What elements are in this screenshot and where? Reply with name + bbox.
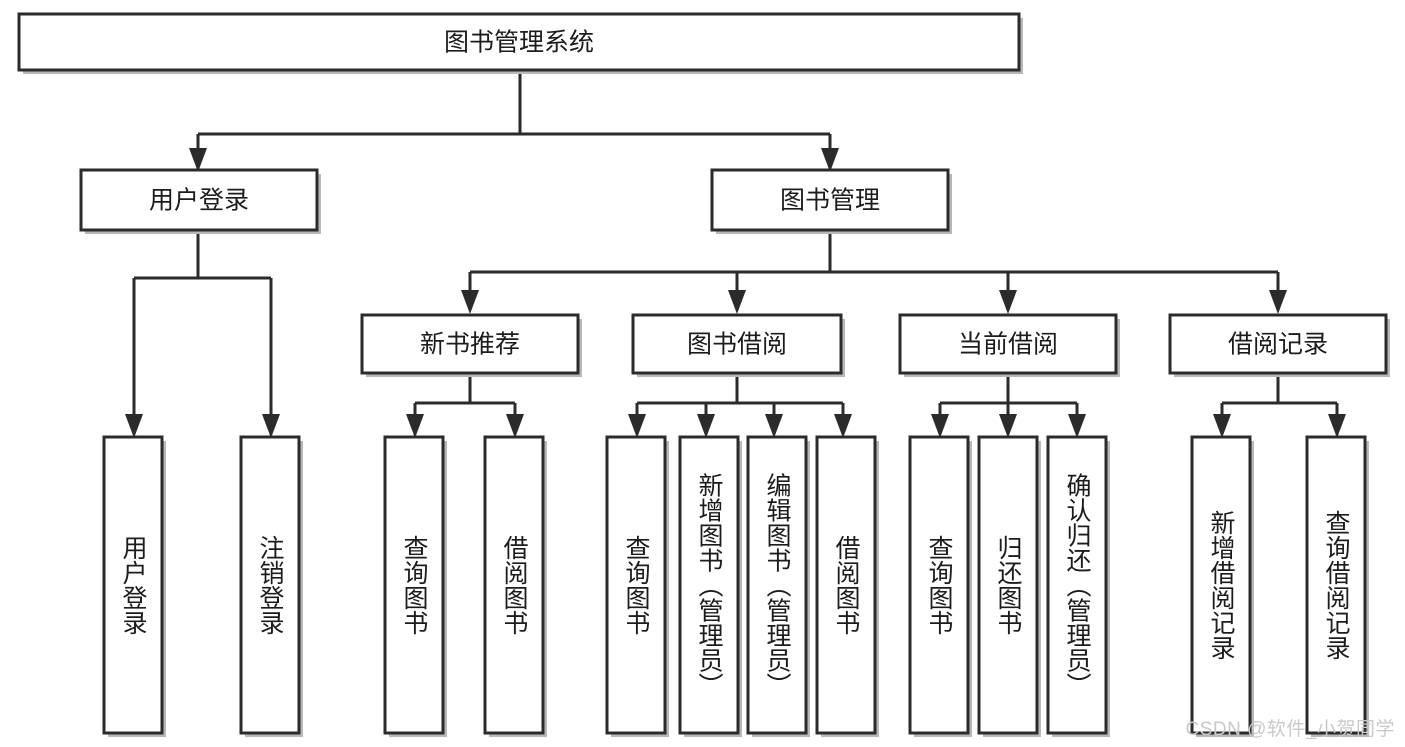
arrowhead-book-borrow bbox=[728, 290, 746, 314]
node-book-borrow[interactable]: 图书借阅 bbox=[631, 313, 845, 377]
arrowhead-leaf-query-book-2 bbox=[628, 414, 646, 438]
connector-group bbox=[125, 72, 1346, 438]
node-root-rect bbox=[17, 12, 1021, 72]
arrowhead-leaf-logout-login bbox=[262, 414, 280, 438]
node-leaf-query-book-3-label: 查询图书 bbox=[925, 535, 954, 635]
node-leaf-confirm-return-rect bbox=[1046, 435, 1108, 735]
node-leaf-add-record-label: 新增借阅记录 bbox=[1207, 510, 1236, 660]
node-leaf-add-book-rect bbox=[678, 435, 740, 735]
node-leaf-add-book-label: 新增图书（管理员） bbox=[695, 473, 724, 698]
node-leaf-user-login-label: 用户登录 bbox=[119, 535, 148, 635]
arrowhead-leaf-edit-book bbox=[765, 414, 783, 438]
arrowhead-new-book-recommend bbox=[461, 290, 479, 314]
node-user-login-label: 用户登录 bbox=[149, 187, 249, 215]
node-current-borrow-rect bbox=[898, 313, 1118, 375]
node-leaf-query-record-label: 查询借阅记录 bbox=[1322, 510, 1351, 660]
node-leaf-add-book[interactable]: 新增图书（管理员） bbox=[678, 435, 742, 737]
node-leaf-edit-book-label: 编辑图书（管理员） bbox=[763, 473, 792, 698]
arrowhead-leaf-return-book bbox=[999, 414, 1017, 438]
node-book-borrow-label: 图书借阅 bbox=[687, 331, 787, 359]
node-leaf-return-book-label: 归还图书 bbox=[994, 535, 1023, 635]
node-book-manage[interactable]: 图书管理 bbox=[710, 168, 952, 234]
node-leaf-return-book[interactable]: 归还图书 bbox=[977, 435, 1041, 737]
node-leaf-confirm-return-label: 确认归还（管理员） bbox=[1063, 473, 1092, 698]
node-leaf-borrow-book-1-rect bbox=[483, 435, 545, 735]
node-leaf-query-book-3-rect bbox=[908, 435, 970, 735]
node-new-book-recommend[interactable]: 新书推荐 bbox=[360, 313, 582, 377]
node-leaf-borrow-book-1[interactable]: 借阅图书 bbox=[483, 435, 547, 737]
arrowhead-current-borrow bbox=[999, 290, 1017, 314]
node-leaf-query-book-2-label: 查询图书 bbox=[622, 535, 651, 635]
node-leaf-query-book-1[interactable]: 查询图书 bbox=[383, 435, 447, 737]
node-leaf-borrow-book-1-label: 借阅图书 bbox=[500, 535, 529, 635]
node-current-borrow[interactable]: 当前借阅 bbox=[898, 313, 1120, 377]
node-root[interactable]: 图书管理系统 bbox=[17, 12, 1023, 74]
node-leaf-query-book-2[interactable]: 查询图书 bbox=[605, 435, 669, 737]
node-borrow-record[interactable]: 借阅记录 bbox=[1168, 313, 1390, 377]
node-leaf-logout-login-rect bbox=[239, 435, 301, 735]
node-leaf-borrow-book-2-rect bbox=[815, 435, 877, 735]
arrowhead-leaf-borrow-book-1 bbox=[506, 414, 524, 438]
node-leaf-query-book-1-rect bbox=[383, 435, 445, 735]
node-leaf-user-login-rect bbox=[102, 435, 164, 735]
node-book-manage-label: 图书管理 bbox=[780, 187, 880, 215]
arrowhead-leaf-add-record bbox=[1213, 414, 1231, 438]
arrowhead-leaf-add-book bbox=[697, 414, 715, 438]
node-leaf-query-book-1-label: 查询图书 bbox=[400, 535, 429, 635]
node-leaf-return-book-rect bbox=[977, 435, 1039, 735]
node-borrow-record-label: 借阅记录 bbox=[1228, 331, 1328, 359]
node-new-book-recommend-label: 新书推荐 bbox=[420, 331, 520, 359]
node-user-login-rect bbox=[79, 168, 319, 232]
node-leaf-edit-book[interactable]: 编辑图书（管理员） bbox=[746, 435, 810, 737]
node-leaf-add-record[interactable]: 新增借阅记录 bbox=[1190, 435, 1254, 737]
node-leaf-user-login[interactable]: 用户登录 bbox=[102, 435, 166, 737]
node-root-label: 图书管理系统 bbox=[444, 29, 594, 57]
arrowhead-leaf-query-book-3 bbox=[931, 414, 949, 438]
node-leaf-query-book-3[interactable]: 查询图书 bbox=[908, 435, 972, 737]
node-leaf-edit-book-rect bbox=[746, 435, 808, 735]
arrowhead-borrow-record bbox=[1269, 290, 1287, 314]
node-leaf-borrow-book-2-label: 借阅图书 bbox=[832, 535, 861, 635]
node-leaf-borrow-book-2[interactable]: 借阅图书 bbox=[815, 435, 879, 737]
arrowhead-leaf-user-login bbox=[125, 414, 143, 438]
arrowhead-leaf-query-record bbox=[1328, 414, 1346, 438]
node-leaf-logout-login-label: 注销登录 bbox=[256, 535, 285, 635]
node-current-borrow-label: 当前借阅 bbox=[958, 331, 1058, 359]
arrowhead-leaf-confirm-return bbox=[1068, 414, 1086, 438]
node-leaf-query-record-rect bbox=[1305, 435, 1367, 735]
watermark: CSDN @软件_小贺同学 bbox=[1185, 719, 1395, 740]
node-borrow-record-rect bbox=[1168, 313, 1388, 375]
node-leaf-query-book-2-rect bbox=[605, 435, 667, 735]
node-user-login[interactable]: 用户登录 bbox=[79, 168, 321, 234]
node-book-borrow-rect bbox=[631, 313, 843, 375]
arrowhead-book-manage bbox=[821, 148, 839, 172]
node-leaf-logout-login[interactable]: 注销登录 bbox=[239, 435, 303, 737]
node-leaf-query-record[interactable]: 查询借阅记录 bbox=[1305, 435, 1369, 737]
arrowhead-leaf-query-book-1 bbox=[406, 414, 424, 438]
node-new-book-recommend-rect bbox=[360, 313, 580, 375]
arrowhead-user-login bbox=[189, 148, 207, 172]
node-leaf-confirm-return[interactable]: 确认归还（管理员） bbox=[1046, 435, 1110, 737]
arrowhead-leaf-borrow-book-2 bbox=[834, 414, 852, 438]
node-leaf-add-record-rect bbox=[1190, 435, 1252, 735]
node-book-manage-rect bbox=[710, 168, 950, 232]
